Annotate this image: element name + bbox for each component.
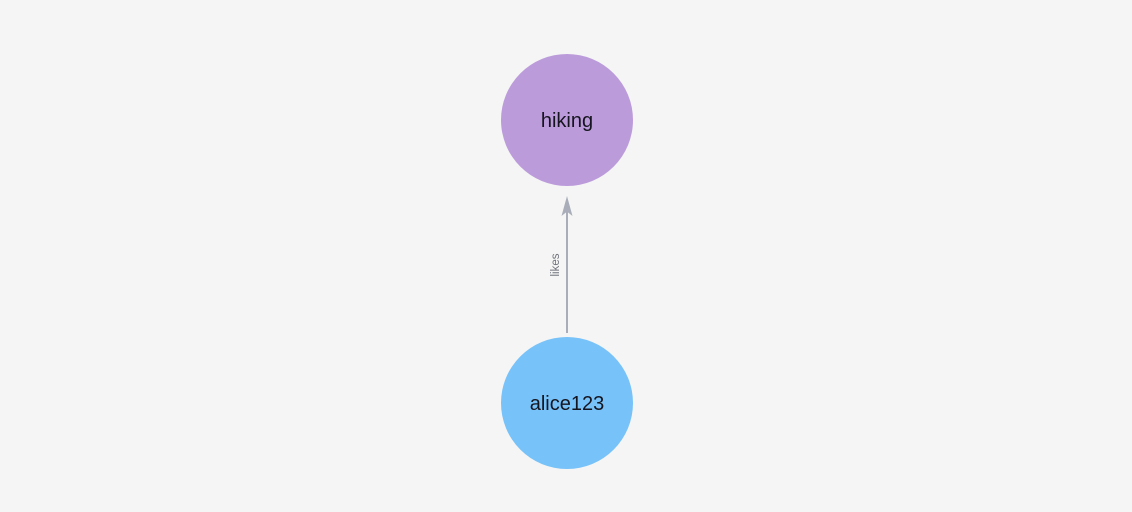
edge-arrowhead-icon [561, 196, 573, 216]
edge-label-likes: likes [550, 253, 562, 276]
edge-alice123-likes-hiking[interactable]: likes [550, 196, 573, 333]
node-hiking-circle[interactable] [501, 54, 633, 186]
edge-group: likes [550, 196, 573, 333]
node-alice123[interactable]: alice123 [501, 337, 633, 469]
node-alice123-circle[interactable] [501, 337, 633, 469]
node-hiking[interactable]: hiking [501, 54, 633, 186]
